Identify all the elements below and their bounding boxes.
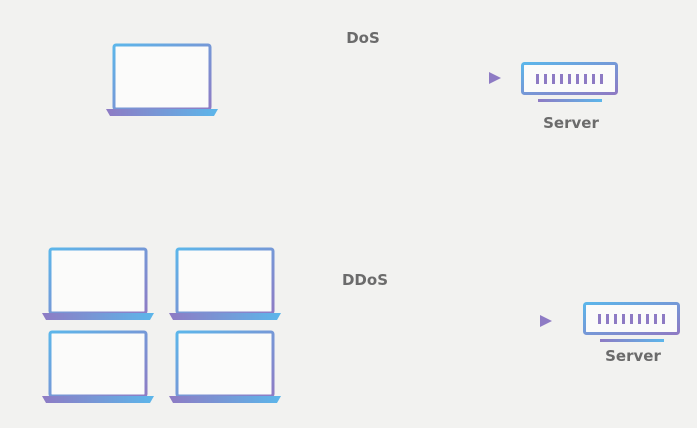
dos-arrow <box>242 72 501 84</box>
dos-label: DoS <box>346 29 380 47</box>
ddos-attacker-laptop-icon <box>167 247 283 322</box>
ddos-arrow <box>292 315 552 327</box>
ddos-label: DDoS <box>341 271 388 289</box>
ddos-server-icon <box>583 302 680 344</box>
dos-server-icon <box>521 62 618 104</box>
ddos-attacker-laptop-icon <box>40 247 156 322</box>
dos-attacker-laptop-icon <box>104 43 220 118</box>
dos-server-label: Server <box>543 114 599 132</box>
ddos-attacker-laptop-icon <box>40 330 156 405</box>
ddos-server-label: Server <box>605 347 661 365</box>
ddos-attacker-laptop-icon <box>167 330 283 405</box>
